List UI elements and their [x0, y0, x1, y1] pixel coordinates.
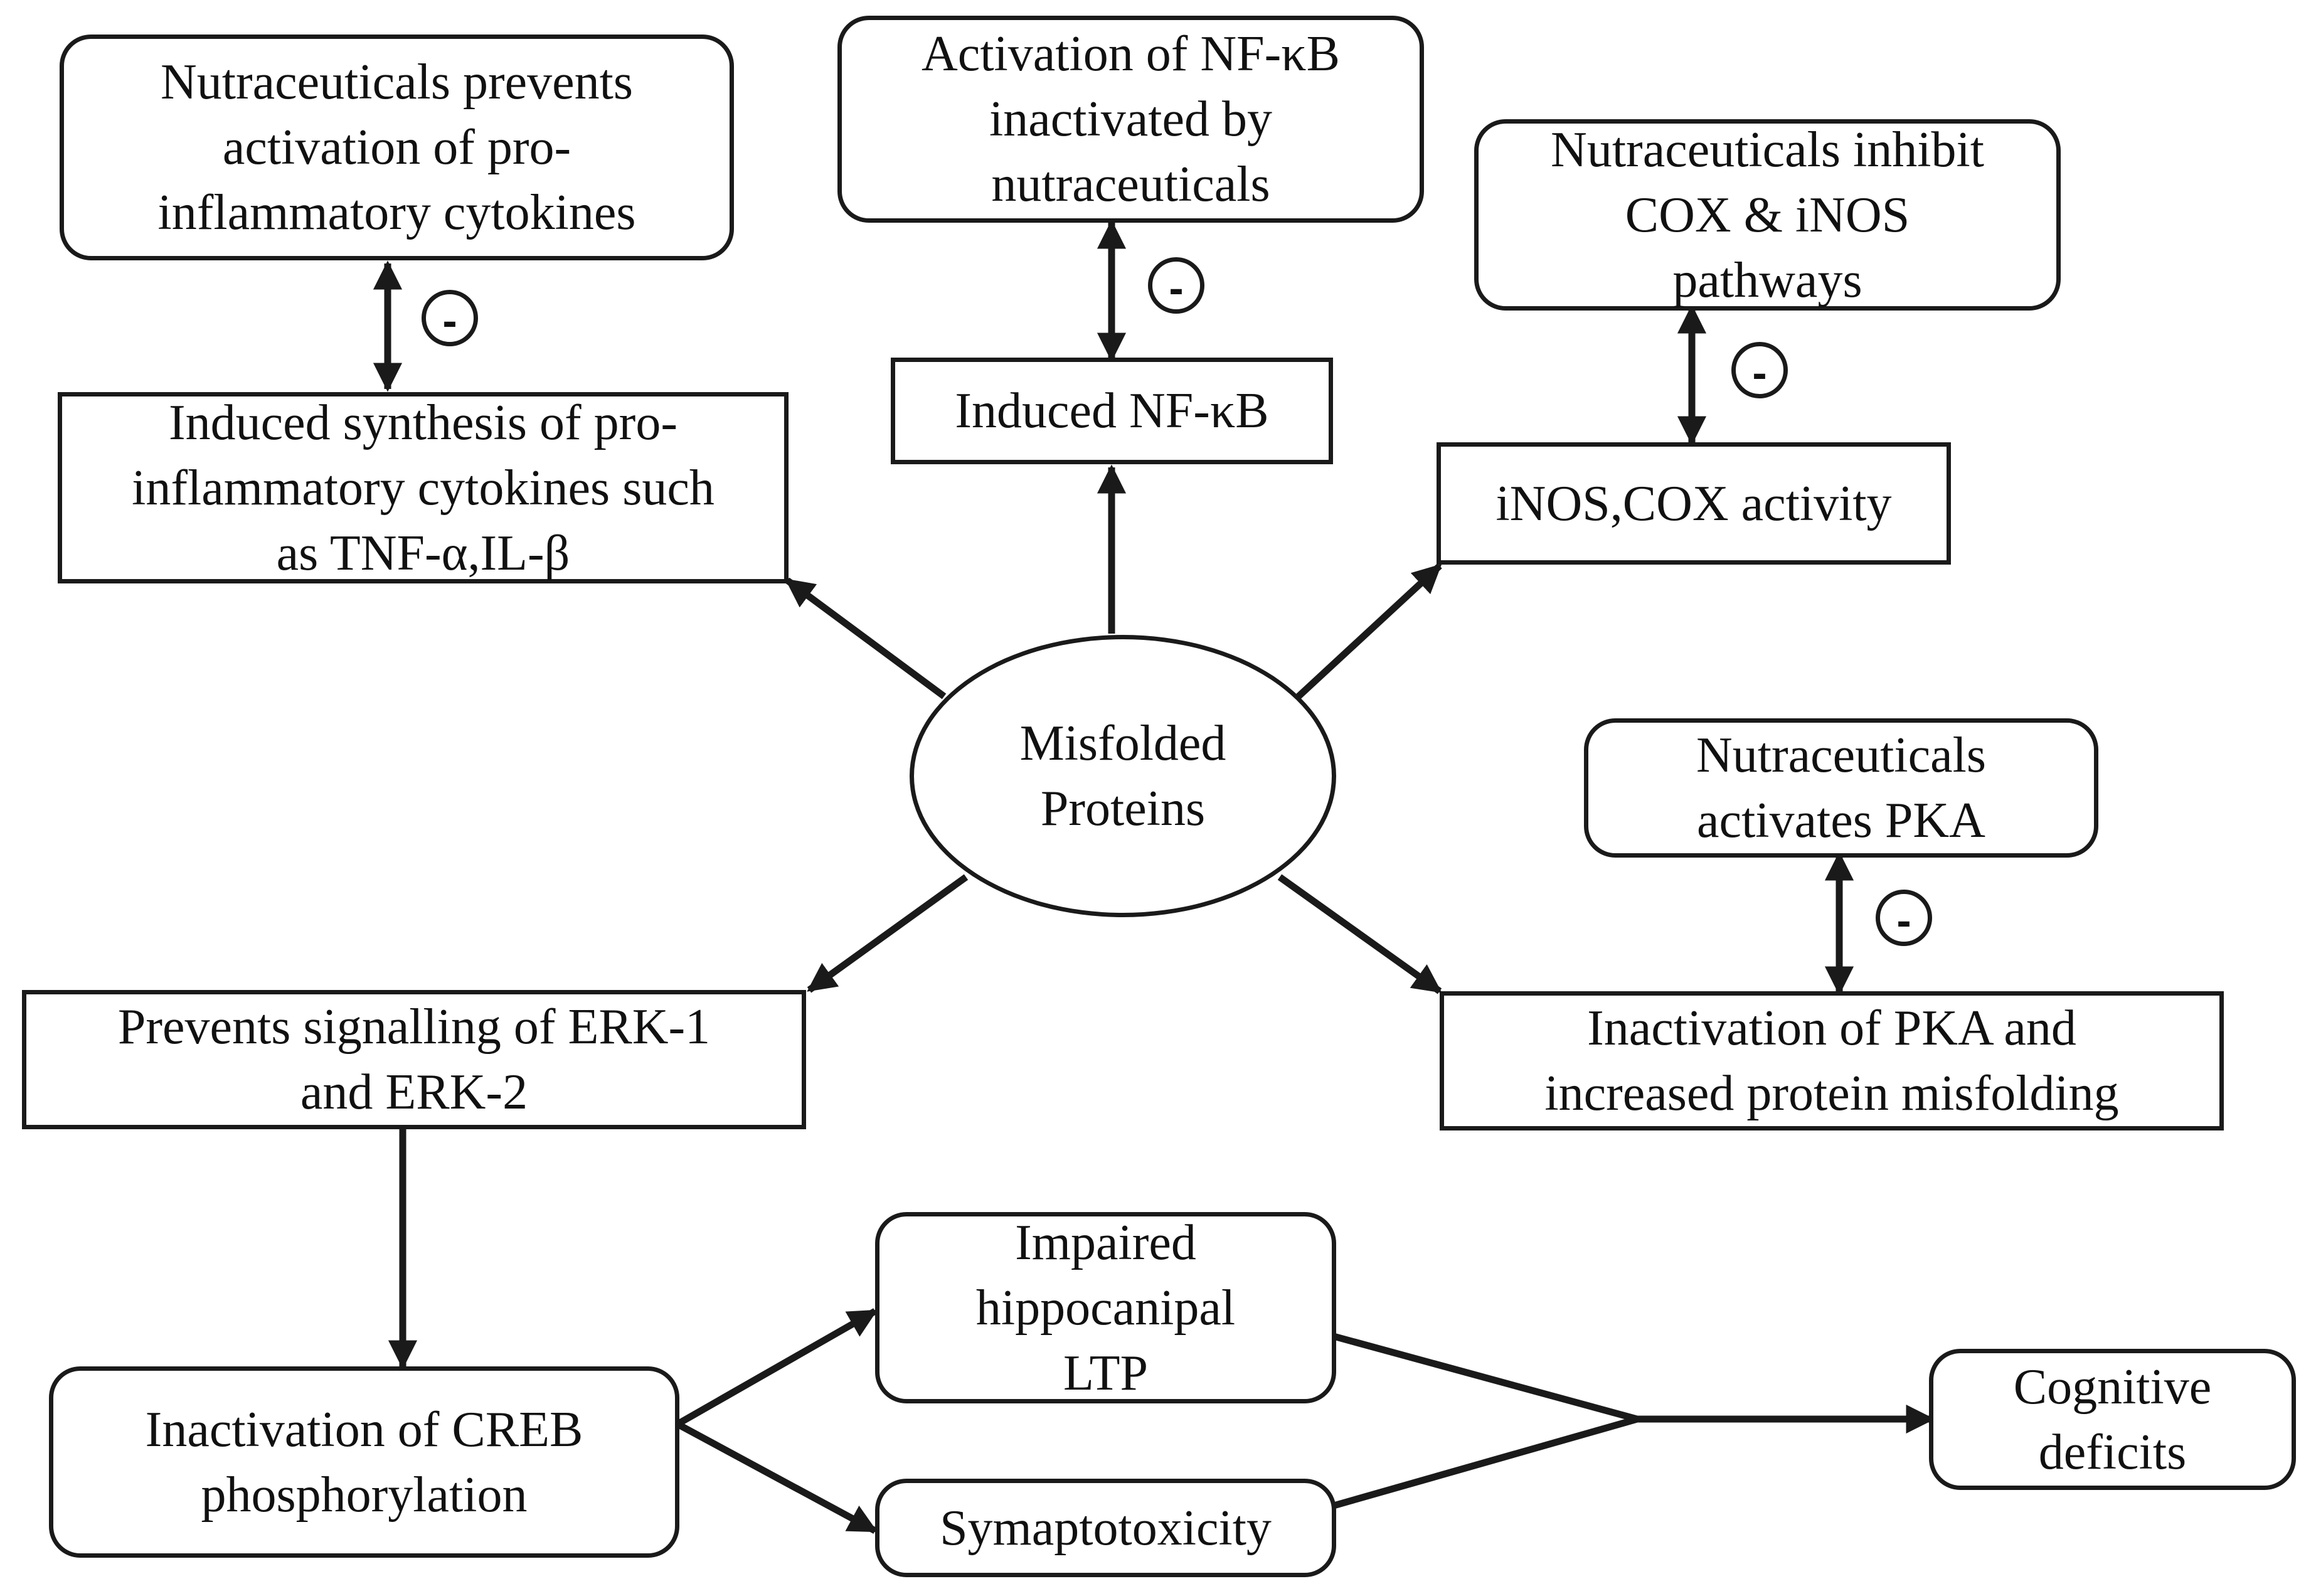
node-pka-inactivation-label: Inactivation of PKA and increased protei… [1544, 1001, 2119, 1121]
node-nutra-pka: Nutraceuticals activates PKA [1584, 718, 2098, 858]
node-impaired-ltp: Impaired hippocanipal LTP [875, 1212, 1336, 1403]
node-cognitive-deficits-label: Cognitive deficits [2013, 1359, 2212, 1480]
node-cytokines: Induced synthesis of pro- inflammatory c… [58, 392, 789, 583]
node-nutra-pka-label: Nutraceuticals activates PKA [1696, 728, 1986, 848]
node-creb: Inactivation of CREB phosphorylation [49, 1366, 679, 1558]
node-nutra-cox-label: Nutraceuticals inhibit COX & iNOS pathwa… [1551, 122, 1984, 308]
node-synaptotoxicity: Symaptotoxicity [875, 1479, 1336, 1577]
inhibition-symbol-text: - [442, 296, 457, 345]
arrow-creb-to-ltp [676, 1308, 878, 1427]
node-misfolded-proteins-label: Misfolded Proteins [1019, 716, 1226, 836]
inhibition-symbol-text: - [1169, 263, 1184, 312]
node-synaptotoxicity-label: Symaptotoxicity [940, 1500, 1272, 1556]
node-nfkb: Induced NF-κB [891, 358, 1333, 464]
node-creb-label: Inactivation of CREB phosphorylation [145, 1402, 583, 1523]
link-synapto-merge [1332, 1415, 1639, 1509]
arrow-to-inos [1296, 563, 1442, 700]
node-misfolded-proteins: Misfolded Proteins [910, 635, 1336, 917]
node-cognitive-deficits: Cognitive deficits [1929, 1349, 2296, 1490]
node-nutra-nfkb-label: Activation of NF-κB inactivated by nutra… [922, 26, 1340, 212]
arrow-to-cytokines [785, 577, 947, 700]
node-inos-cox: iNOS,COX activity [1437, 442, 1951, 565]
node-cytokines-label: Induced synthesis of pro- inflammatory c… [132, 395, 715, 581]
node-nutra-cox: Nutraceuticals inhibit COX & iNOS pathwa… [1474, 119, 2061, 311]
inhibition-symbol-text: - [1752, 348, 1767, 397]
node-nutra-cytokines: Nutraceuticals prevents activation of pr… [60, 35, 734, 260]
inhibition-symbol-pka: - [1876, 890, 1932, 946]
node-pka-inactivation: Inactivation of PKA and increased protei… [1440, 991, 2224, 1130]
node-nutra-nfkb: Activation of NF-κB inactivated by nutra… [837, 16, 1424, 223]
node-erk-label: Prevents signalling of ERK-1 and ERK-2 [117, 999, 711, 1120]
node-impaired-ltp-label: Impaired hippocanipal LTP [975, 1215, 1236, 1401]
arrow-creb-to-synapto [676, 1421, 878, 1534]
node-nfkb-label: Induced NF-κB [955, 383, 1269, 439]
arrow-to-pka-inact [1277, 874, 1442, 994]
node-inos-cox-label: iNOS,COX activity [1496, 476, 1892, 531]
inhibition-symbol-inos: - [1731, 342, 1788, 398]
node-nutra-cytokines-label: Nutraceuticals prevents activation of pr… [157, 55, 636, 240]
link-ltp-merge [1332, 1333, 1639, 1423]
inhibition-symbol-cytokines: - [422, 290, 478, 346]
arrow-to-erk [807, 874, 969, 993]
node-erk: Prevents signalling of ERK-1 and ERK-2 [22, 990, 806, 1129]
inhibition-symbol-text: - [1896, 896, 1911, 945]
inhibition-symbol-nfkb: - [1148, 257, 1204, 314]
